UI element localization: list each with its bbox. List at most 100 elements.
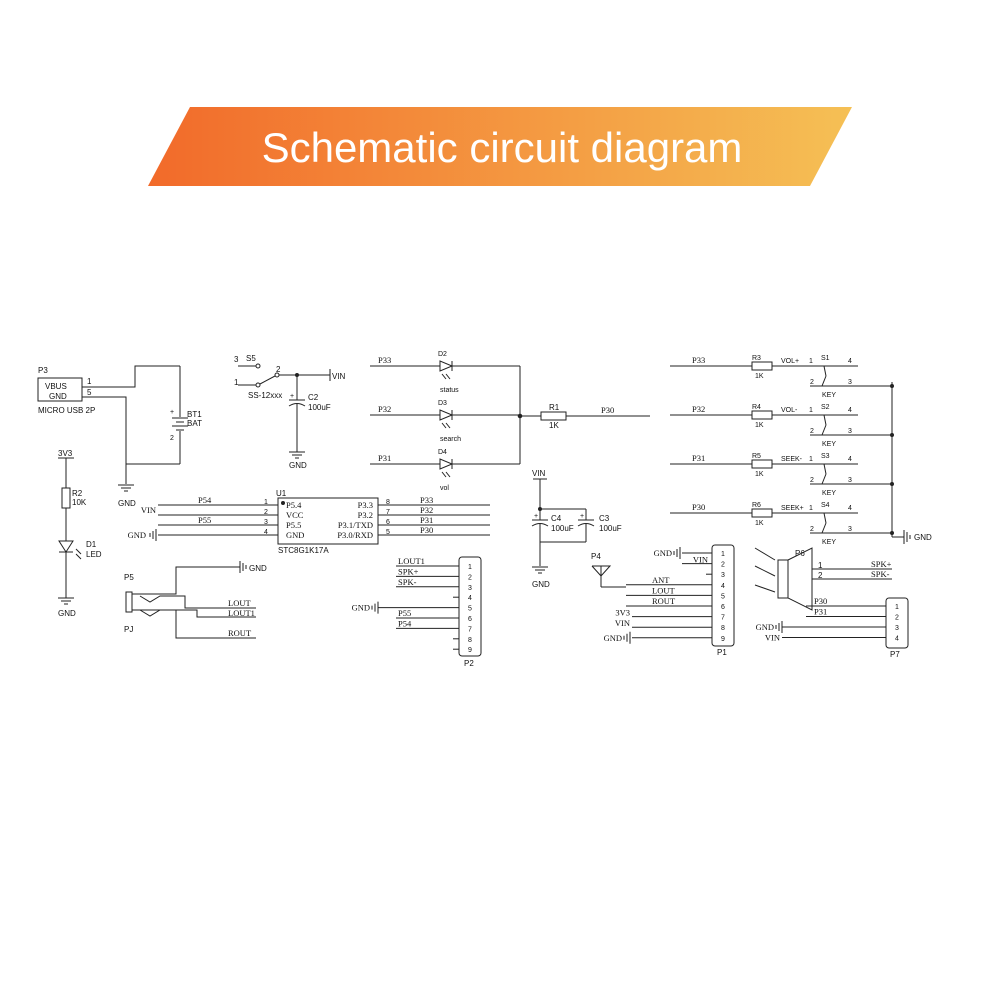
led-gnd-label: GND: [58, 609, 76, 618]
p1-net: ROUT: [652, 596, 676, 606]
led-row-net: P31: [378, 453, 391, 463]
switch-s5: 3 S5 1 2 SS-12xxx VIN: [234, 354, 346, 400]
c4-plus: +: [534, 513, 538, 520]
key-row-p1: 1: [809, 456, 813, 463]
p1-net: VIN: [693, 555, 708, 565]
key-row-rref: R4: [752, 404, 761, 411]
p2-pin-num: 6: [468, 616, 472, 623]
p7-net: GND: [756, 622, 774, 632]
c4-ref: C4: [551, 514, 562, 523]
key-row-rval: 1K: [755, 520, 764, 527]
u1-left-pin-num: 2: [264, 509, 268, 516]
key-row-switch: [823, 365, 827, 377]
p2-net: SPK+: [398, 566, 419, 576]
p1-net: GND: [654, 548, 672, 558]
p2-net: GND: [352, 603, 370, 613]
key-row-p4: 4: [848, 358, 852, 365]
key-row-resistor: [751, 361, 773, 371]
keys-gnd-label: GND: [914, 533, 932, 542]
p1-pin-num: 8: [721, 625, 725, 632]
p7-pin-num: 1: [895, 604, 899, 611]
gnd-label-2: GND: [289, 461, 307, 470]
key-row-p3: 3: [848, 379, 852, 386]
c2-val: 100uF: [308, 403, 331, 412]
p1-pin-num: 1: [721, 551, 725, 558]
key-row-rval: 1K: [755, 471, 764, 478]
speaker-p6: P6 1 2 SPK+ SPK-: [754, 547, 892, 611]
s5-val: SS-12xxx: [248, 391, 282, 400]
p5-ref: P5: [124, 573, 134, 582]
p3-vbus-label: VBUS: [45, 382, 67, 391]
caps-vin-label: VIN: [532, 469, 546, 478]
p2-net: P55: [398, 608, 411, 618]
key-row-switch: [821, 522, 827, 534]
key-row-switch: [821, 375, 827, 387]
p7-net: VIN: [765, 633, 780, 643]
p2-net: SPK-: [398, 577, 417, 587]
u1-right-pin-name: P3.2: [358, 510, 373, 520]
u1-right-net: P30: [420, 525, 433, 535]
u1-left-net: VIN: [141, 505, 156, 515]
p3-pin5: 5: [87, 388, 92, 397]
p7-pin-num: 3: [895, 625, 899, 632]
r2-val: 10K: [72, 498, 87, 507]
title-banner: Schematic circuit diagram: [148, 107, 852, 186]
p6-pin2: 2: [818, 571, 823, 580]
bt1-pin2: 2: [170, 435, 174, 442]
jack-lout1-label: LOUT1: [228, 608, 255, 618]
u1-left-pin-name: P5.5: [286, 520, 301, 530]
p7-net: P31: [814, 607, 827, 617]
key-row-net: P31: [692, 453, 705, 463]
key-row-p2: 2: [810, 477, 814, 484]
u1-right-net: P32: [420, 505, 433, 515]
p1-pin-num: 5: [721, 593, 725, 600]
key-row-name: VOL-: [781, 407, 798, 414]
s5-pin3: 3: [234, 355, 239, 364]
led-row-name: search: [440, 436, 461, 443]
key-row-val: KEY: [822, 392, 836, 399]
banner-title: Schematic circuit diagram: [262, 124, 743, 171]
c3-val: 100uF: [599, 524, 622, 533]
r1-body: [540, 411, 567, 421]
key-row-name: VOL+: [781, 358, 799, 365]
u1-left-net: P54: [198, 495, 212, 505]
u1-left-pin-name: VCC: [286, 510, 304, 520]
u1-left-net: GND: [128, 530, 146, 540]
u1-right-pin-name: P3.1/TXD: [338, 520, 373, 530]
u1-left-pin-name: P5.4: [286, 500, 302, 510]
p3-body: [37, 377, 83, 402]
key-row-p4: 4: [848, 407, 852, 414]
led-row-name: status: [440, 387, 459, 394]
key-row-p1: 1: [809, 358, 813, 365]
p2-pin-num: 7: [468, 626, 472, 633]
vin-label-1: VIN: [332, 372, 346, 381]
u1-right-net: P31: [420, 515, 433, 525]
led-row-net: P32: [378, 404, 391, 414]
p1-pin-num: 7: [721, 615, 725, 622]
s5-pin2: 2: [276, 365, 281, 374]
p3-pin1: 1: [87, 377, 92, 386]
bt1-val: BAT: [187, 419, 202, 428]
u1-left-pin-num: 1: [264, 499, 268, 506]
jack-rout-label: ROUT: [228, 628, 252, 638]
p1-net: 3V3: [615, 608, 630, 618]
r2-body: [61, 487, 71, 509]
s5-pin1: 1: [234, 378, 239, 387]
c4-val: 100uF: [551, 524, 574, 533]
p1-ref: P1: [717, 648, 727, 657]
p1-pin-num: 3: [721, 572, 725, 579]
p5-body: [125, 591, 133, 613]
p7-pin-num: 4: [895, 636, 899, 643]
r1-ref: R1: [549, 403, 560, 412]
led-row-diode: [439, 458, 454, 470]
key-row-net: P33: [692, 355, 705, 365]
p4-ref: P4: [591, 552, 601, 561]
key-row-rref: R6: [752, 502, 761, 509]
